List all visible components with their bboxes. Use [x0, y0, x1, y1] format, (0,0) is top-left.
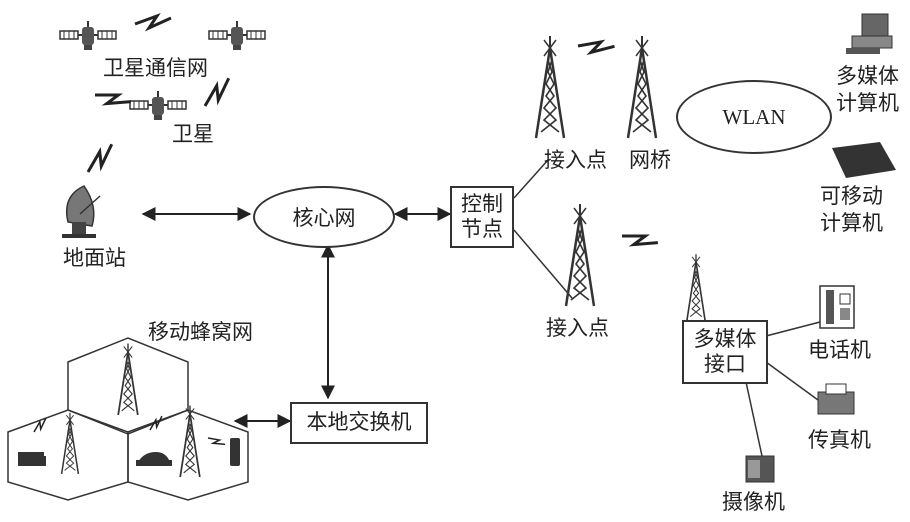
mobile-computer-label-line2: 计算机 [820, 213, 883, 234]
multimedia-computer-label-line2: 计算机 [836, 93, 899, 114]
access-point-tower-icon [536, 36, 564, 138]
laptop-icon [832, 142, 896, 178]
wireless-link-icon [135, 16, 171, 28]
handset-icon [230, 438, 240, 466]
phone-label: 电话机 [808, 340, 871, 361]
access-point-tower-icon [566, 204, 594, 306]
wireless-link-icon [94, 87, 132, 111]
cell-tower-icon [118, 344, 138, 415]
satellite-dish-icon [62, 186, 100, 238]
interface-tower-icon [687, 254, 705, 320]
truck-icon [18, 452, 46, 466]
control-node-label-line2: 节点 [461, 217, 503, 242]
local-exchange-label: 本地交换机 [307, 410, 412, 435]
multimedia-interface-label-line1: 多媒体 [694, 327, 757, 352]
bridge-tower-icon [628, 36, 656, 138]
telephone-icon [820, 286, 854, 328]
cell-tower-icon [62, 413, 79, 474]
camera-label: 摄像机 [722, 492, 785, 513]
mobile-computer-label-line1: 可移动 [820, 186, 883, 207]
cell-tower-icon [180, 406, 200, 477]
wireless-link-icon [207, 435, 226, 449]
wireless-link-icon [83, 143, 118, 175]
car-icon [136, 452, 172, 466]
satellite-icon [60, 21, 116, 50]
access-point-bottom-label: 接入点 [546, 318, 609, 339]
wireless-link-icon [200, 77, 235, 109]
control-node-box: 控制 节点 [450, 186, 514, 248]
bridge-label: 网桥 [629, 150, 671, 171]
fax-icon [818, 384, 854, 414]
core-network-node: 核心网 [253, 186, 395, 248]
satellite-label: 卫星 [172, 124, 214, 145]
core-network-label: 核心网 [293, 202, 356, 232]
cellular-cells [8, 338, 248, 500]
local-exchange-box: 本地交换机 [290, 402, 428, 444]
camera-icon [746, 456, 774, 482]
multimedia-interface-box: 多媒体 接口 [682, 320, 768, 384]
ground-station-label: 地面站 [63, 248, 126, 269]
satellite-network-label: 卫星通信网 [103, 58, 208, 79]
multimedia-computer-label-line1: 多媒体 [836, 66, 899, 87]
desktop-computer-icon [846, 14, 892, 54]
control-node-label-line1: 控制 [461, 192, 503, 217]
wireless-link-icon [31, 417, 49, 433]
cellular-network-label: 移动蜂窝网 [148, 322, 253, 343]
wlan-label: WLAN [719, 105, 790, 130]
wlan-node: WLAN [676, 80, 832, 154]
multimedia-interface-label-line2: 接口 [704, 352, 746, 377]
wireless-link-icon [621, 228, 659, 252]
satellite-icon [209, 21, 265, 50]
satellite-icon [130, 91, 186, 120]
fax-label: 传真机 [808, 430, 871, 451]
wireless-link-icon [577, 38, 615, 56]
access-point-top-label: 接入点 [544, 150, 607, 171]
